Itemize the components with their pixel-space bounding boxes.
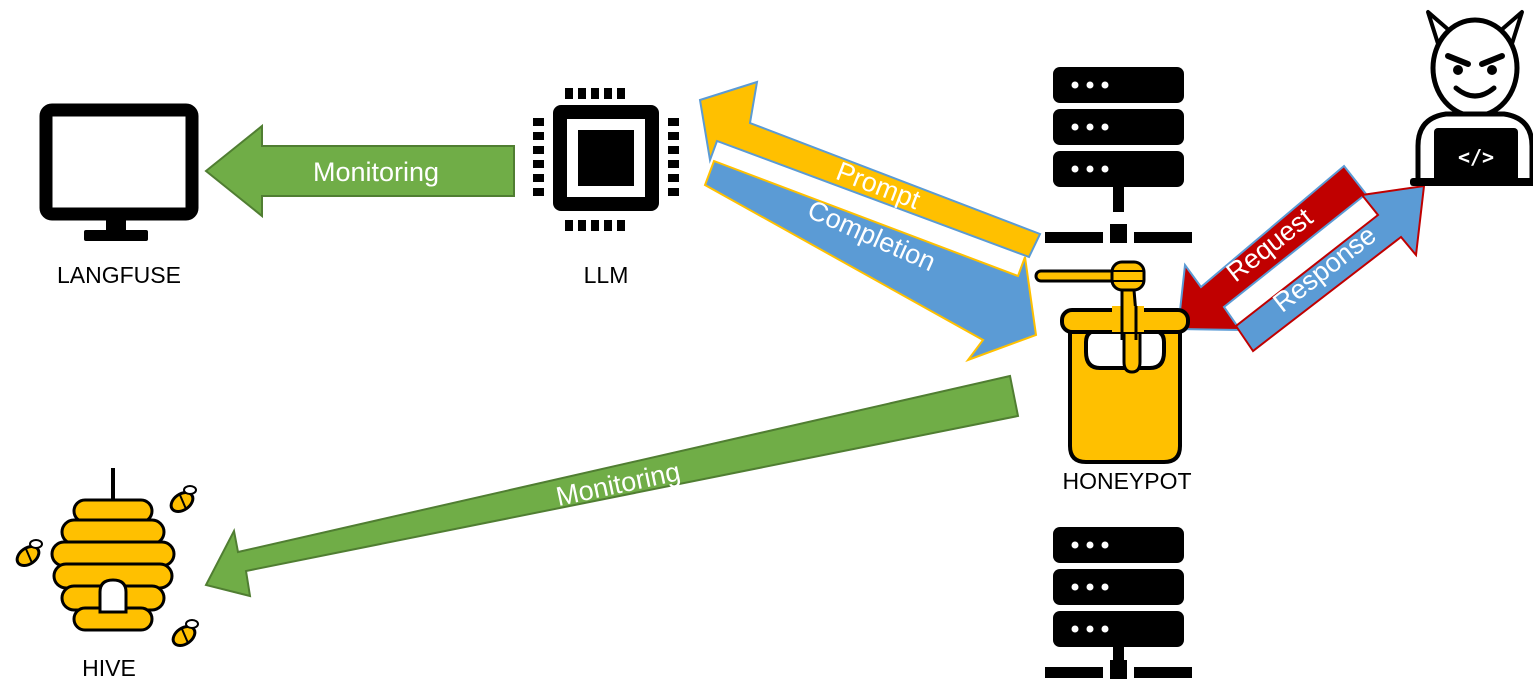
monitoring-arrow-honeypot-to-hive: Monitoring	[204, 374, 1020, 598]
honey-pot-icon	[1034, 260, 1190, 464]
honeypot-label: HONEYPOT	[1062, 468, 1191, 494]
code-symbol: </>	[1458, 145, 1494, 169]
hive-label: HIVE	[82, 655, 136, 681]
monitoring-arrow-llm-to-langfuse: Monitoring	[204, 123, 515, 219]
beehive-icon	[50, 468, 176, 632]
langfuse-label: LANGFUSE	[57, 262, 181, 288]
hacker-laptop-icon: </>	[1410, 10, 1533, 186]
bee-icon	[169, 485, 197, 514]
bee-icon	[171, 619, 199, 648]
bee-icon	[15, 539, 43, 568]
cpu-chip-icon	[533, 88, 679, 231]
llm-label: LLM	[584, 262, 629, 288]
monitor-icon	[39, 103, 199, 241]
monitoring-label-top: Monitoring	[313, 157, 439, 187]
server-rack-icon-bottom	[1045, 527, 1192, 679]
server-rack-icon-top	[1045, 67, 1192, 243]
prompt-label: Prompt	[832, 156, 924, 215]
